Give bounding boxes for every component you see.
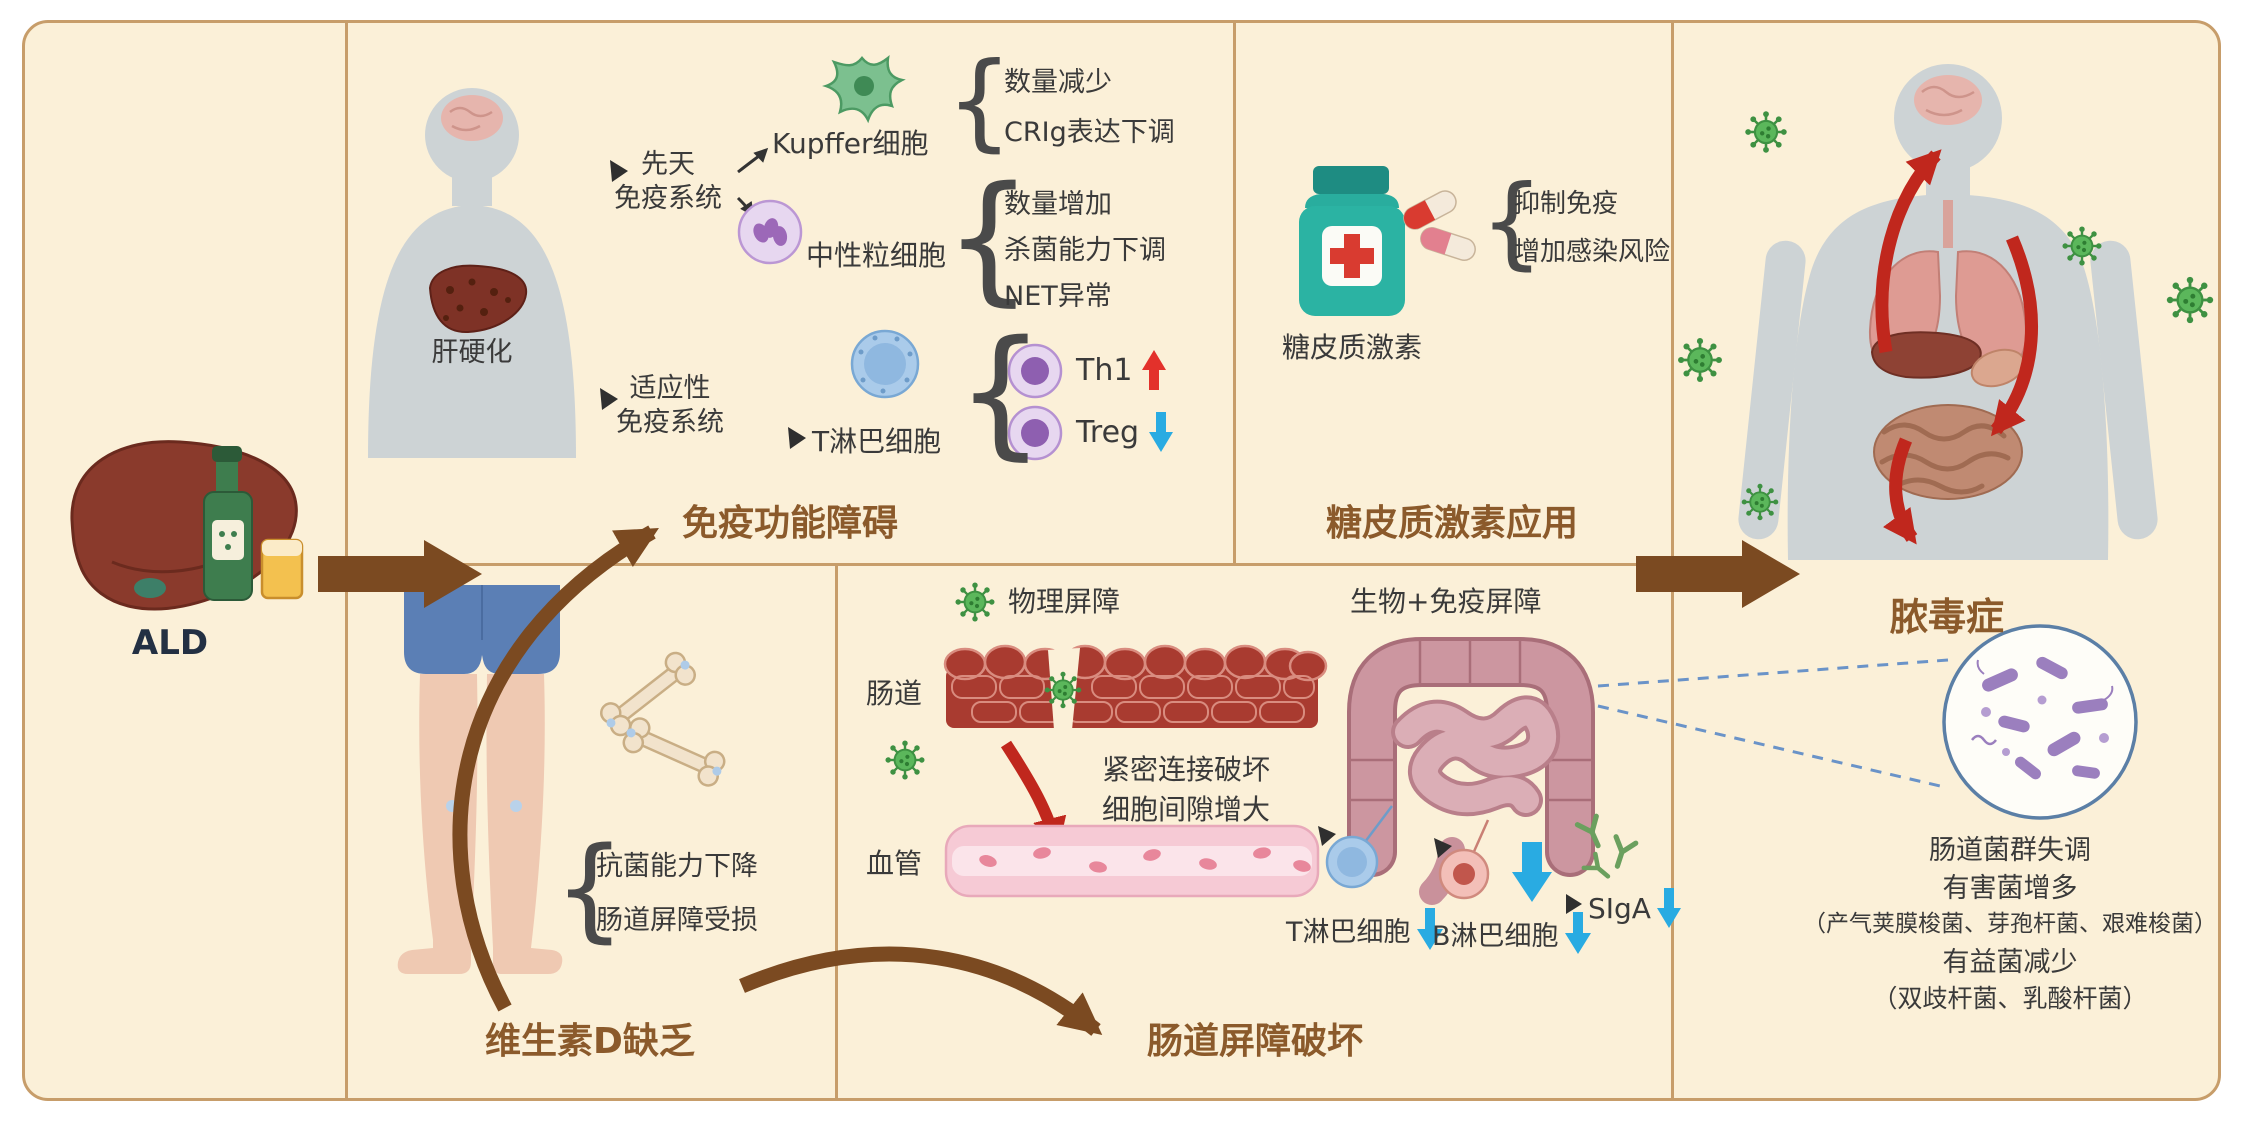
brace-decoration: { <box>956 311 1046 474</box>
siga-label: SIgA <box>1588 891 1651 925</box>
flora-line-3: （产气荚膜梭菌、芽孢杆菌、艰难梭菌） <box>1803 911 2217 937</box>
brace-decoration: { <box>946 40 1013 162</box>
treg-row: Treg <box>1076 412 1174 452</box>
neutrophil-label: 中性粒细胞 <box>806 239 947 272</box>
vitamin-panel-title: 维生素D缺乏 <box>485 1021 695 1062</box>
decrease-arrow-icon <box>1416 908 1443 950</box>
vitamin-effect-1: 抗菌能力下降 <box>596 851 758 882</box>
steroid-effect-2: 增加感染风险 <box>1514 237 1671 267</box>
neutrophil-effect-2: 杀菌能力下调 <box>1004 235 1166 266</box>
bio-immune-barrier-label: 生物+免疫屏障 <box>1350 585 1542 618</box>
divider-left <box>345 23 348 1098</box>
tcell-label: T淋巴细胞 <box>812 425 942 458</box>
kupffer-effect-2: CRIg表达下调 <box>1004 117 1175 148</box>
ald-label: ALD <box>131 623 209 663</box>
innate-immune-label: 先天 免疫系统 <box>614 149 722 214</box>
neutrophil-effect-1: 数量增加 <box>1004 189 1112 220</box>
sepsis-title: 脓毒症 <box>1889 595 2004 639</box>
divider-right <box>1671 23 1674 1098</box>
divider-horizontal <box>345 563 1674 566</box>
barrier-panel-title: 肠道屏障破坏 <box>1146 1021 1363 1062</box>
tcell-bottom-label: T淋巴细胞 <box>1286 916 1411 948</box>
treg-label: Treg <box>1076 414 1140 450</box>
flora-line-2: 有害菌增多 <box>1942 873 2078 904</box>
physical-barrier-label: 物理屏障 <box>1008 585 1121 618</box>
adaptive-immune-label: 适应性 免疫系统 <box>616 373 724 438</box>
cirrhosis-label: 肝硬化 <box>431 337 513 368</box>
brace-decoration: { <box>1480 163 1544 280</box>
immune-panel-title: 免疫功能障碍 <box>681 503 898 544</box>
flora-line-5: （双歧杆菌、乳酸杆菌） <box>1872 984 2148 1013</box>
junction-line-1: 紧密连接破坏 <box>1102 753 1271 786</box>
figure-frame <box>22 20 2221 1101</box>
flora-line-4: 有益菌减少 <box>1942 947 2078 978</box>
decrease-arrow-icon <box>1656 888 1681 928</box>
decrease-arrow-icon <box>1564 912 1591 954</box>
kupffer-label: Kupffer细胞 <box>772 127 929 160</box>
divider-immune-steroid <box>1233 23 1236 565</box>
decrease-arrow-icon <box>1149 412 1174 452</box>
kupffer-effect-1: 数量减少 <box>1004 67 1112 98</box>
th1-row: Th1 <box>1076 350 1167 390</box>
th1-label: Th1 <box>1076 352 1133 388</box>
siga-decrease-row: SIgA <box>1588 888 1681 928</box>
steroid-effect-1: 抑制免疫 <box>1514 189 1619 219</box>
steroid-panel-title: 糖皮质激素应用 <box>1325 503 1578 544</box>
brace-decoration: { <box>944 157 1034 320</box>
gut-label: 肠道 <box>866 677 923 710</box>
steroid-drug-label: 糖皮质激素 <box>1281 331 1422 364</box>
bcell-decrease-row: B淋巴细胞 <box>1432 912 1591 954</box>
neutrophil-effect-3: NET异常 <box>1004 281 1112 312</box>
bcell-label: B淋巴细胞 <box>1432 920 1559 952</box>
divider-vitamin-barrier <box>835 563 838 1098</box>
vessel-label: 血管 <box>866 847 923 880</box>
tcell-decrease-row: T淋巴细胞 <box>1286 908 1443 950</box>
increase-arrow-icon <box>1142 350 1167 390</box>
junction-line-2: 细胞间隙增大 <box>1102 793 1271 826</box>
brace-decoration: { <box>554 824 626 954</box>
flora-line-1: 肠道菌群失调 <box>1929 835 2091 866</box>
vitamin-effect-2: 肠道屏障受损 <box>596 905 758 936</box>
